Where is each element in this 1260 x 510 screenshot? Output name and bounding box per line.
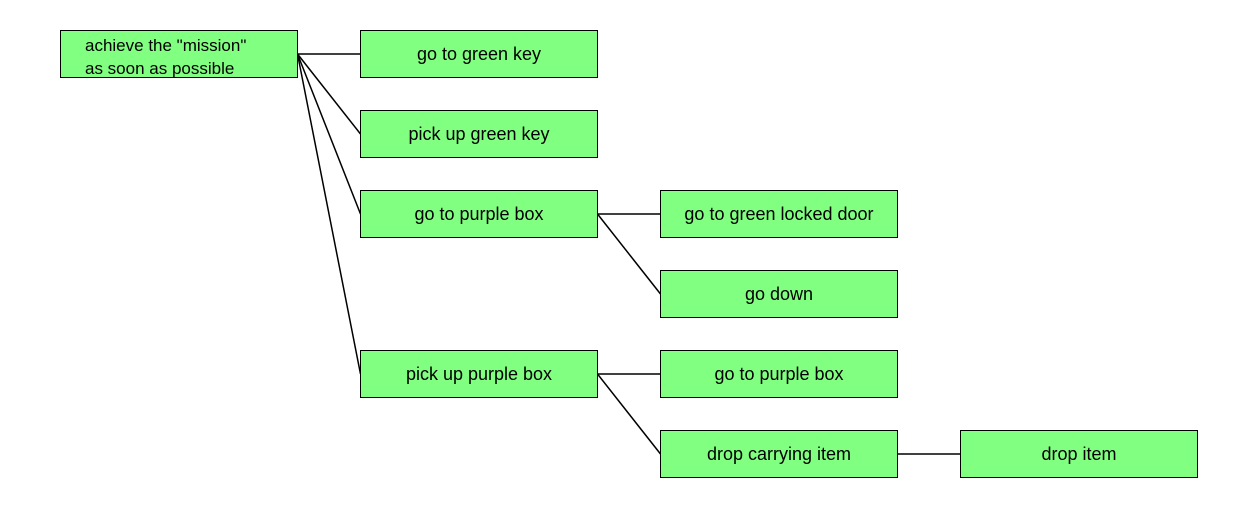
node-drop-carrying-item: drop carrying item xyxy=(660,430,898,478)
node-go-to-green-locked-door: go to green locked door xyxy=(660,190,898,238)
node-go-down: go down xyxy=(660,270,898,318)
edge-root-to-pick_up_green_key xyxy=(296,53,362,135)
node-go-to-green-key: go to green key xyxy=(360,30,598,78)
node-label: drop item xyxy=(1041,443,1117,464)
edge-root-to-pick_up_purple_box xyxy=(296,53,362,375)
node-label: go to purple box xyxy=(714,363,844,384)
node-pick-up-green-key: pick up green key xyxy=(360,110,598,158)
edge-pick_up_purple_box-to-drop_carrying_item xyxy=(596,373,662,455)
node-pick-up-purple-box: pick up purple box xyxy=(360,350,598,398)
edge-go_to_purple_box-to-go_down xyxy=(596,213,662,295)
edge-root-to-go_to_purple_box xyxy=(296,53,362,215)
node-go-to-purple-box-2: go to purple box xyxy=(660,350,898,398)
node-label: pick up green key xyxy=(408,123,550,144)
root-label-line1: achieve the "mission" xyxy=(85,36,247,55)
node-label: go down xyxy=(744,283,814,304)
node-label: go to purple box xyxy=(414,203,544,224)
root-node: achieve the "mission" as soon as possibl… xyxy=(60,30,298,78)
node-label: go to green locked door xyxy=(684,203,874,224)
node-label: go to green key xyxy=(416,43,542,64)
node-go-to-purple-box: go to purple box xyxy=(360,190,598,238)
root-label-line2: as soon as possible xyxy=(85,59,235,78)
node-label: pick up purple box xyxy=(405,363,553,384)
node-label: drop carrying item xyxy=(706,443,852,464)
node-drop-item: drop item xyxy=(960,430,1198,478)
